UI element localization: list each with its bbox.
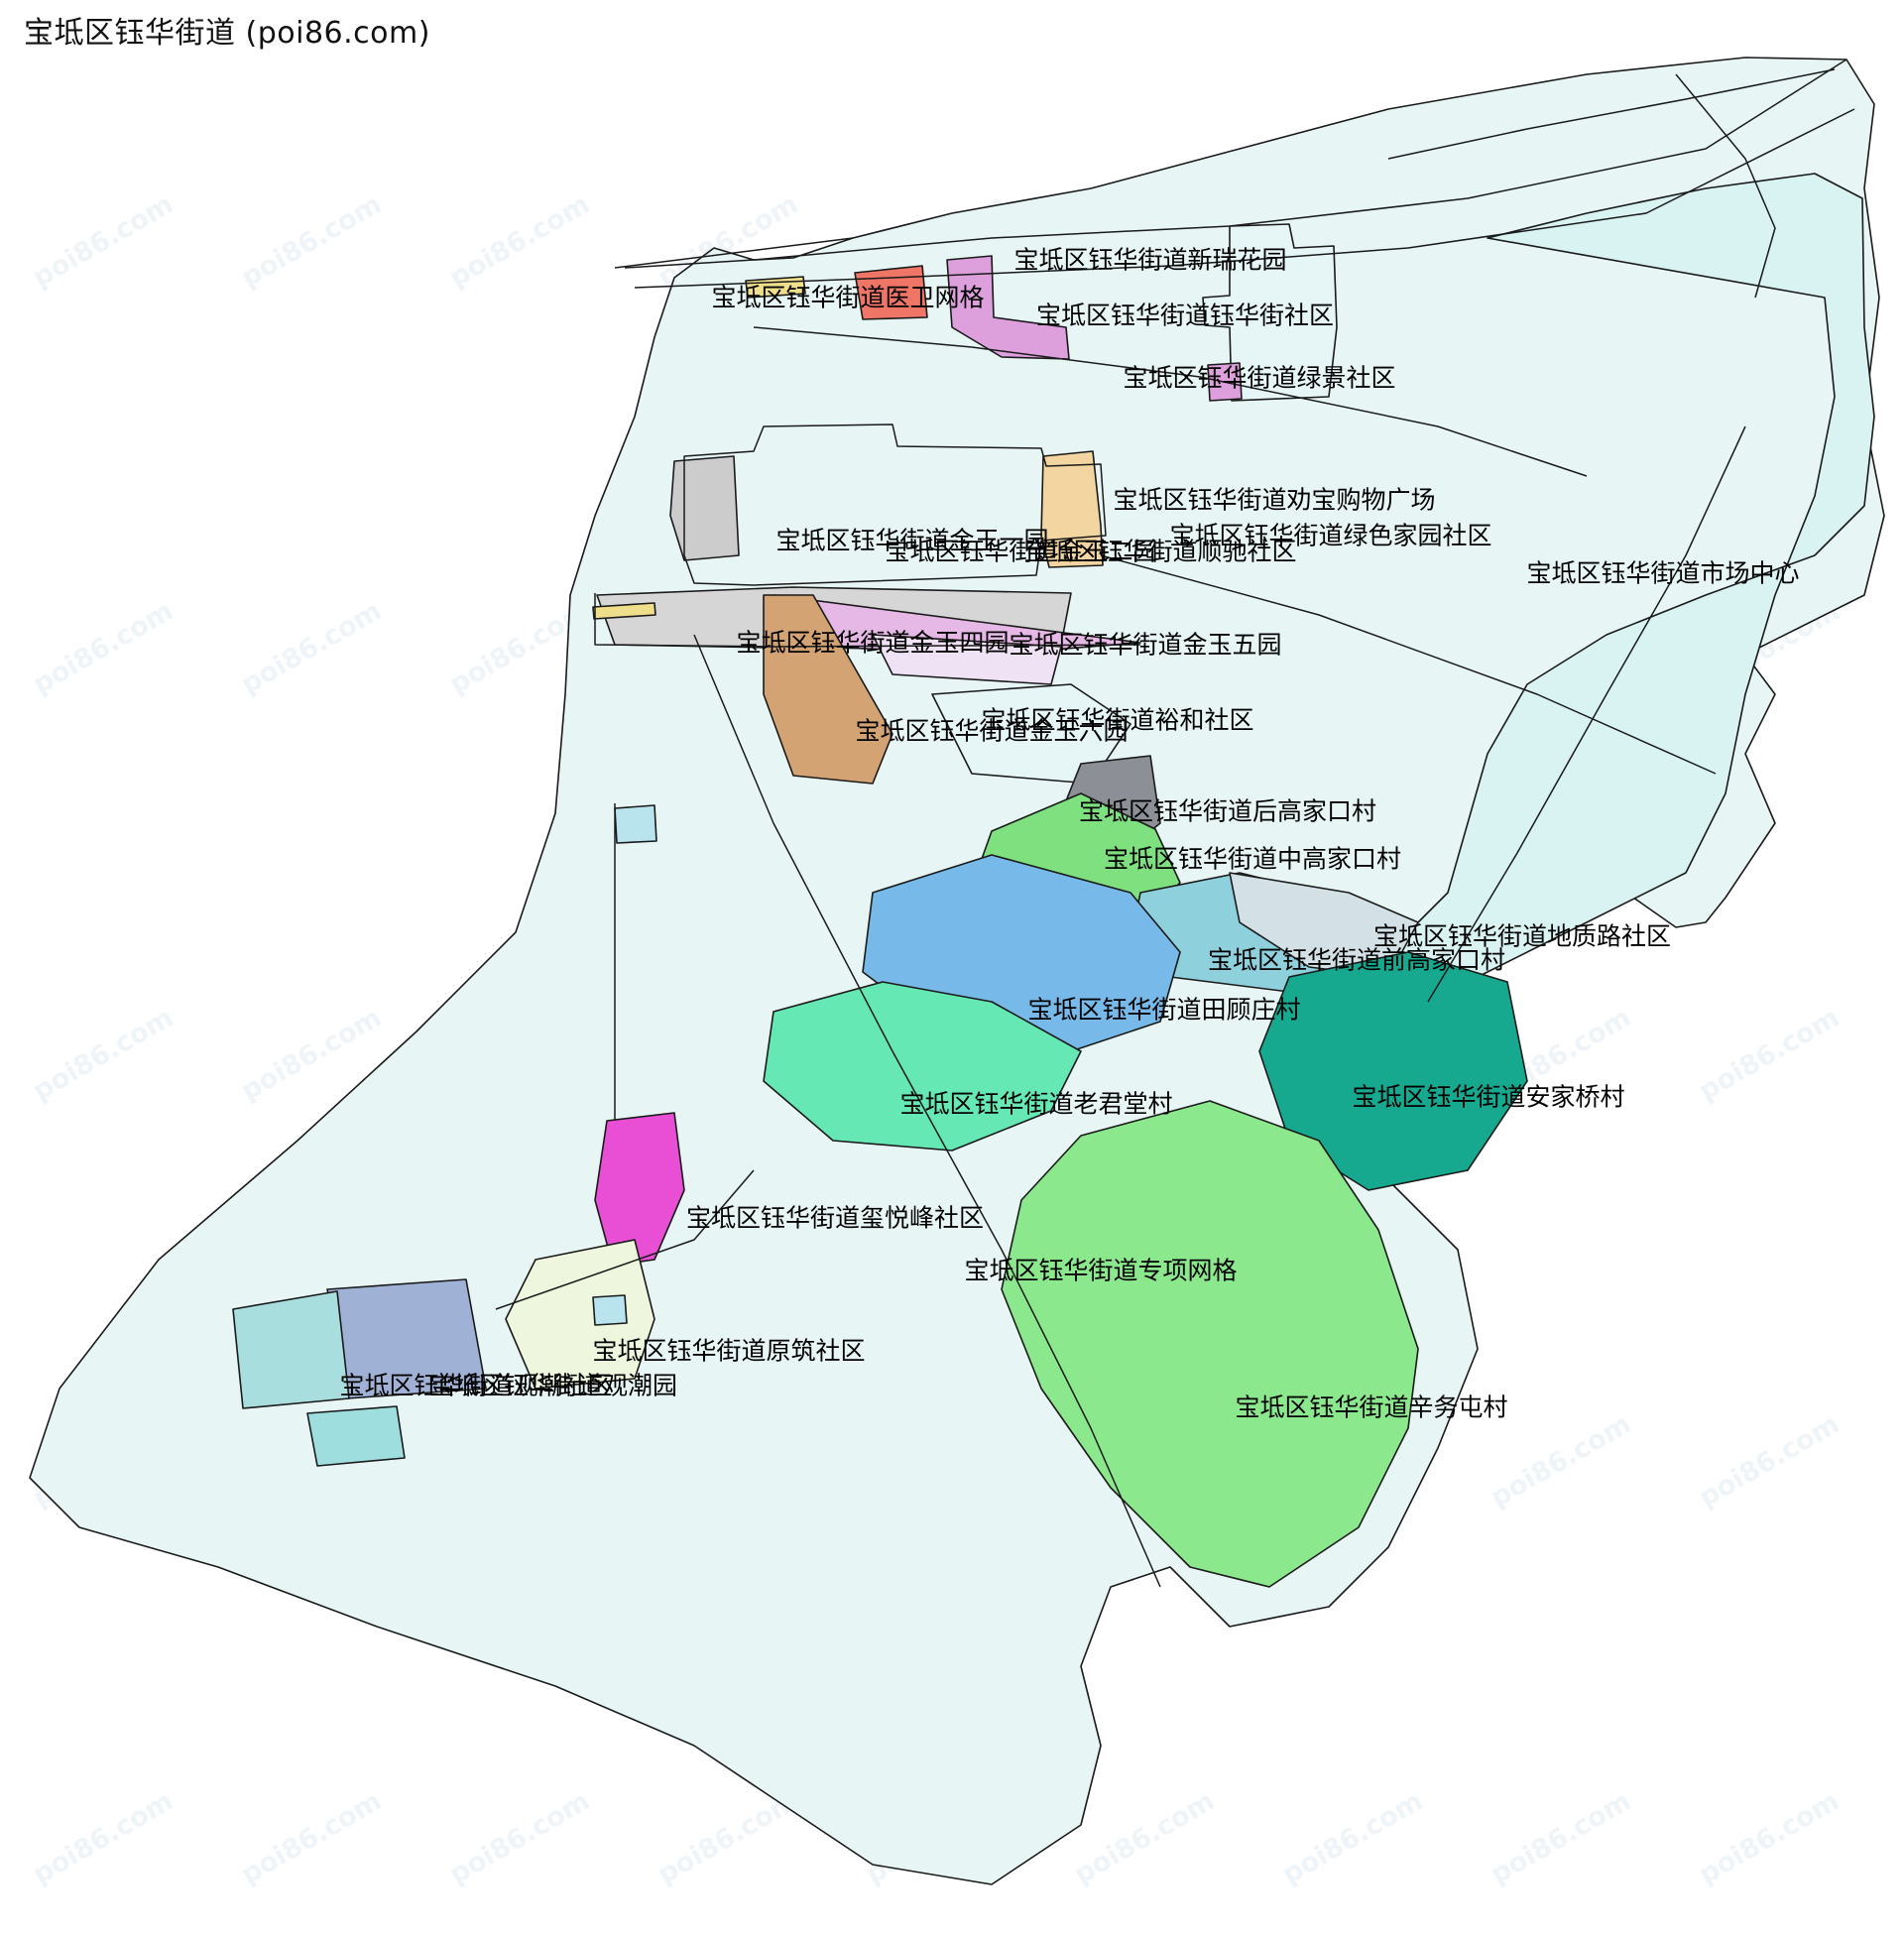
boundary-lines — [495, 59, 1855, 1588]
region-shape-yuhe-shequ[interactable] — [931, 683, 1131, 785]
region-label-jinyu-eryuan: 宝坻区钰华街道金玉二园 — [885, 537, 1158, 566]
region-label-jinyu-siyuan: 宝坻区钰华街道金玉四园 — [736, 628, 1010, 658]
region-shape-laojuntang[interactable] — [763, 981, 1082, 1151]
region-label-qian-gaojiakou: 宝坻区钰华街道前高家口村 — [1207, 945, 1506, 975]
region-label-xinrui-huayuan: 宝坻区钰华街道新瑞花园 — [1013, 245, 1287, 275]
region-shape-anjiaqiao[interactable] — [1258, 951, 1528, 1191]
region-shape-lvjing-1[interactable] — [946, 255, 1070, 360]
region-label-yuhe-shequ: 宝坻区钰华街道裕和社区 — [981, 705, 1254, 735]
region-shape-zhuanxiang-wangge[interactable] — [1001, 1100, 1419, 1588]
region-label-laojuntang: 宝坻区钰华街道老君堂村 — [899, 1089, 1173, 1119]
region-label-guanchao-shequ: 宝坻区钰华街道观潮社区 — [339, 1371, 613, 1400]
region-shape-jinyu-yiyuan[interactable] — [669, 455, 740, 561]
region-shape-strip-yellow-2[interactable] — [592, 602, 656, 620]
region-label-lvse-jiayuan: 宝坻区钰华街道绿色家园社区 — [1169, 521, 1492, 550]
region-shape-xiyuefeng[interactable] — [594, 1112, 685, 1267]
region-label-tiangu-zhuang: 宝坻区钰华街道田顾庄村 — [1027, 995, 1301, 1025]
region-label-lvjing-shequ: 宝坻区钰华街道绿景社区 — [1123, 363, 1396, 393]
region-label-jinyu-wuyuan: 宝坻区钰华街道金玉五园 — [1009, 630, 1282, 660]
region-label-yuhuajie-shequ: 宝坻区钰华街道钰华街社区 — [1035, 301, 1335, 330]
region-shape-xinrui-huayuan[interactable] — [1202, 223, 1338, 402]
region-label-zhuanxiang: 宝坻区钰华街道专项网格 — [964, 1256, 1238, 1285]
region-shape-guanchao-sub[interactable] — [306, 1405, 406, 1467]
region-shape-jinyu-liuyuan[interactable] — [763, 594, 893, 785]
region-label-shichang-zhongxin: 宝坻区钰华街道市场中心 — [1526, 558, 1800, 588]
region-label-shunchi-shequ: 宝坻区钰华街道顺驰社区 — [1023, 537, 1297, 566]
region-label-guanchao-yuan: 宝坻区钰华街道观潮园 — [428, 1371, 678, 1400]
region-shape-yuanzhu[interactable] — [505, 1239, 655, 1390]
region-label-yiwei-wangge: 宝坻区钰华街道医卫网格 — [711, 283, 985, 312]
region-shape-small-tile-b[interactable] — [592, 1294, 628, 1326]
region-label-dizhilu-shequ: 宝坻区钰华街道地质路社区 — [1372, 921, 1672, 951]
region-label-anjiaqiao: 宝坻区钰华街道安家桥村 — [1352, 1082, 1625, 1112]
region-label-zhong-gaojiakou: 宝坻区钰华街道中高家口村 — [1103, 844, 1402, 874]
region-shape-jinyu-wuyuan[interactable] — [872, 634, 1062, 685]
region-shape-guanchao-yuan[interactable] — [232, 1290, 350, 1409]
region-label-jinyu-yiyuan: 宝坻区钰华街道金玉一园 — [775, 526, 1049, 555]
region-label-xiyuefeng: 宝坻区钰华街道玺悦峰社区 — [685, 1203, 985, 1233]
region-label-hou-gaojiakou: 宝坻区钰华街道后高家口村 — [1078, 796, 1377, 826]
region-label-jinyu-liuyuan: 宝坻区钰华街道金玉六园 — [855, 716, 1129, 746]
region-shape-small-tile-a[interactable] — [614, 804, 657, 844]
region-shape-shichang-zhongxin[interactable] — [1387, 173, 1875, 1013]
page-title: 宝坻区钰华街道 (poi86.com) — [24, 16, 430, 51]
region-label-xinwutun: 宝坻区钰华街道辛务屯村 — [1235, 1392, 1508, 1422]
region-label-yuanzhu: 宝坻区钰华街道原筑社区 — [592, 1336, 866, 1366]
region-label-quanbao: 宝坻区钰华街道劝宝购物广场 — [1113, 485, 1436, 515]
region-shape-quanbao-guangchang[interactable] — [1040, 450, 1104, 568]
